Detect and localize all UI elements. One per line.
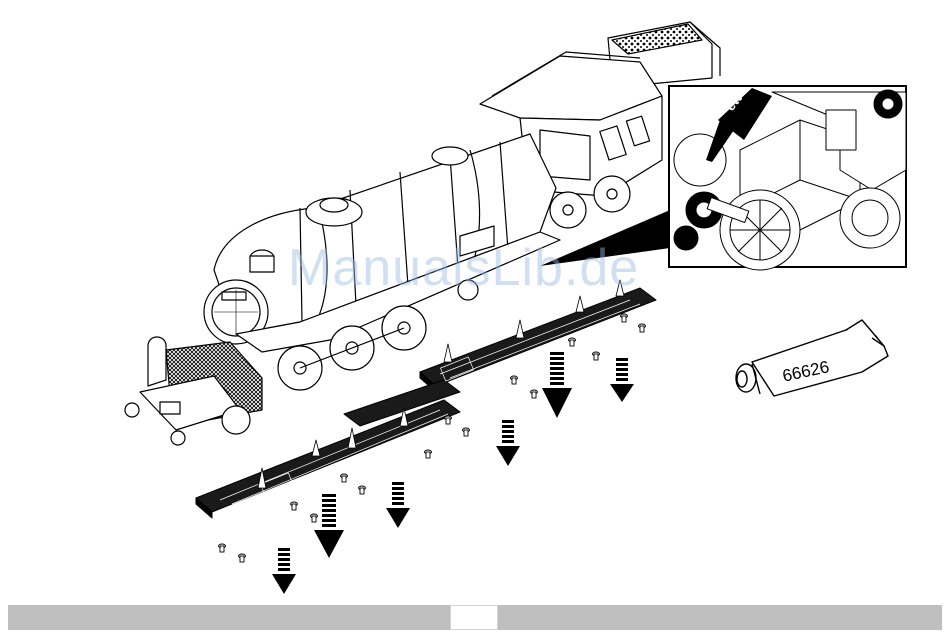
screw xyxy=(593,352,600,360)
screw xyxy=(219,544,226,552)
sand-dome xyxy=(432,147,468,165)
screw xyxy=(341,474,348,482)
screw xyxy=(639,324,646,332)
arrow-down xyxy=(272,548,296,594)
screw xyxy=(531,390,538,398)
screw xyxy=(511,376,518,384)
rear-base-plate xyxy=(420,288,656,386)
screw xyxy=(463,428,470,436)
arrow-down xyxy=(610,358,634,402)
arrow-down xyxy=(314,494,344,558)
arrow-down xyxy=(386,482,410,528)
arrow-down xyxy=(542,352,572,418)
screw xyxy=(621,314,628,322)
gear xyxy=(674,226,698,250)
screw xyxy=(311,514,318,522)
screw xyxy=(291,502,298,510)
screw xyxy=(359,486,366,494)
arrow-down xyxy=(496,420,520,466)
screw xyxy=(569,338,576,346)
screw xyxy=(239,554,246,562)
screw xyxy=(425,450,432,458)
screw xyxy=(445,416,452,424)
grease-tube: 66626 xyxy=(736,320,888,396)
screws xyxy=(219,314,646,562)
page-number-box xyxy=(450,605,498,630)
